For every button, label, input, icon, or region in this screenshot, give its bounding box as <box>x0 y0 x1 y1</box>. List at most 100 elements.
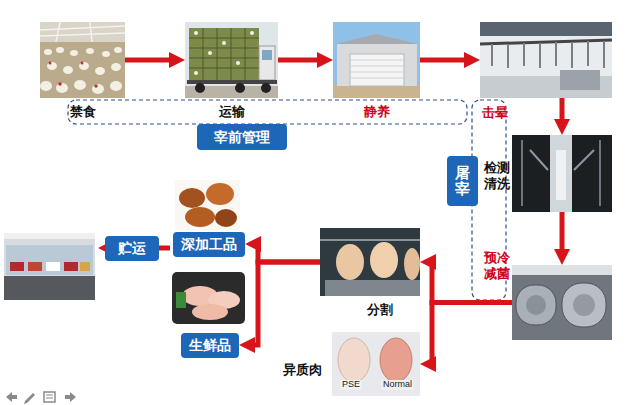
shed-photo <box>336 34 418 44</box>
process-box: 深加工品 <box>173 232 245 257</box>
truck-photo <box>208 51 212 55</box>
photo-tag: Normal <box>381 380 414 390</box>
stunning-line-photo <box>480 22 612 36</box>
chicken-house-photo <box>94 84 98 88</box>
cutting-photo <box>320 228 420 296</box>
chicken-house-photo <box>86 48 94 54</box>
truck-photo <box>194 31 198 35</box>
flow-arrow <box>420 58 472 63</box>
box-label: 屠宰 <box>455 165 470 198</box>
flow-arrow <box>428 303 512 365</box>
step-caption: 静养 <box>333 104 420 120</box>
step-label: 运输 <box>185 104 278 120</box>
photo-step: 运输 <box>185 22 278 98</box>
fresh-pack-photo <box>192 304 228 320</box>
truck-photo <box>262 50 272 60</box>
chiller-photo <box>573 294 595 316</box>
photo-step: 检测清洗 <box>512 135 612 212</box>
shed-photo <box>333 22 420 98</box>
nav-icons <box>6 392 76 404</box>
fresh-pack-photo <box>172 272 245 324</box>
stunning-line-photo <box>480 22 612 98</box>
process-box: 贮运 <box>105 236 159 261</box>
step-label: 异质肉 <box>283 362 322 378</box>
inspection-photo <box>530 150 594 170</box>
shed-photo <box>337 44 417 86</box>
nav-icons <box>24 393 35 404</box>
truck-photo <box>236 61 240 65</box>
dashed-group-outline <box>68 100 506 300</box>
chiller-photo <box>526 295 546 315</box>
chiller-photo <box>512 265 612 275</box>
shed-photo <box>350 54 404 86</box>
cutting-photo <box>404 248 420 280</box>
meat-quality-photo <box>338 338 370 382</box>
chicken-house-photo <box>44 49 52 55</box>
box-label: 生鲜品 <box>189 337 231 354</box>
nav-icons <box>65 392 76 402</box>
shed-photo <box>333 22 420 98</box>
truck-photo <box>185 22 278 98</box>
chiller-photo <box>516 285 556 325</box>
photo-step: 禁食 <box>40 22 125 98</box>
step-label: 分割 <box>330 302 430 318</box>
flow-arrow <box>125 58 177 63</box>
truck-photo <box>185 22 278 98</box>
inspection-photo <box>550 135 572 212</box>
chicken-house-photo <box>114 47 122 53</box>
step-label: 检测清洗 <box>484 160 510 191</box>
box-label: 贮运 <box>118 240 146 257</box>
processed-food-photo <box>175 180 240 230</box>
display-case-photo <box>10 262 24 271</box>
chicken-house-photo <box>40 22 125 42</box>
chicken-house-photo <box>102 51 110 57</box>
truck-photo <box>195 83 205 93</box>
flow-arrow <box>560 98 565 127</box>
step-caption: 预冷减菌 <box>484 250 510 281</box>
nav-icons <box>46 395 53 398</box>
inspection-photo <box>512 135 612 212</box>
chiller-photo <box>512 265 612 340</box>
display-case-photo <box>4 233 95 300</box>
chicken-house-photo <box>40 81 52 91</box>
chicken-house-photo <box>47 62 57 70</box>
step-caption: 击晕 <box>482 105 508 121</box>
processed-food-photo <box>206 183 234 205</box>
display-case-photo <box>64 262 78 271</box>
photo-step: 静养 <box>333 22 420 98</box>
processed-food-photo <box>215 209 237 227</box>
chicken-house-photo <box>56 47 64 53</box>
photo-step: 分割 <box>320 228 420 296</box>
truck-photo <box>259 46 275 80</box>
chicken-house-photo <box>58 82 62 86</box>
photo-step: 预冷减菌 <box>512 265 612 340</box>
chiller-photo <box>562 283 606 327</box>
truck-photo <box>235 83 245 93</box>
chicken-house-photo <box>81 62 84 65</box>
chicken-house-photo <box>56 83 68 93</box>
cutting-photo <box>325 280 420 296</box>
step-label: 禁食 <box>40 104 125 120</box>
processed-food-photo <box>175 180 240 230</box>
chicken-house-photo <box>40 22 125 98</box>
step-caption: 检测清洗 <box>484 160 510 191</box>
display-case-photo <box>4 233 95 239</box>
truck-photo <box>222 41 226 45</box>
processed-food-photo <box>185 207 215 227</box>
box-label: 宰前管理 <box>214 129 270 146</box>
truck-photo <box>261 83 271 93</box>
chiller-photo <box>512 265 612 340</box>
display-case-photo <box>80 262 90 271</box>
step-caption: 禁食 <box>40 104 125 120</box>
shed-photo <box>350 60 404 78</box>
meat-quality-photo <box>380 338 412 382</box>
meat-quality-photo <box>332 332 420 396</box>
truck-photo <box>189 28 259 80</box>
flow-arrow <box>278 58 325 63</box>
flow-arrow <box>247 262 320 345</box>
dashed-group-outline <box>68 100 467 124</box>
chicken-house-photo <box>110 81 122 91</box>
stunning-line-photo <box>492 41 604 68</box>
nav-icons <box>44 392 55 402</box>
process-box: 屠宰 <box>447 156 478 206</box>
